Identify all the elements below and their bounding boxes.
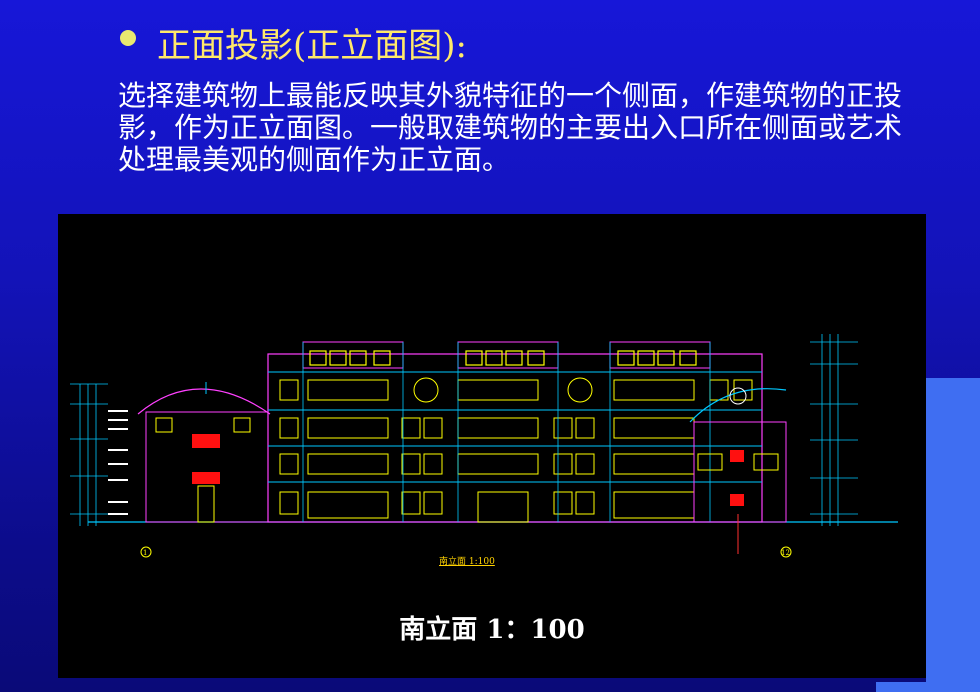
right-wing <box>689 387 787 554</box>
elevation-drawing: 1 12 南立面 1:100 南立面 1：100 <box>58 214 926 678</box>
slide-title: 正面投影(正立面图): <box>157 26 467 66</box>
bullet-icon <box>120 30 136 46</box>
main-building <box>267 341 763 523</box>
slide-body-text: 选择建筑物上最能反映其外貌特征的一个侧面，作建筑物的正投影，作为正立面图。一般取… <box>118 79 903 176</box>
axis-marker-left <box>140 546 152 558</box>
left-dimension-ladder <box>70 383 108 526</box>
left-wing <box>137 382 271 523</box>
drawing-caption: 南立面 1：100 <box>399 615 585 645</box>
axis-label-left: 1 <box>143 549 147 557</box>
axis-label-right: 12 <box>781 549 790 557</box>
drawing-sub-caption: 南立面 1:100 <box>439 557 495 567</box>
left-notes <box>108 410 128 515</box>
elevation-drawing-svg: 1 12 <box>70 334 898 558</box>
accent-bar-bottom <box>876 682 980 692</box>
axis-marker-right <box>780 546 792 558</box>
accent-bar-right <box>926 378 980 692</box>
right-dimension-ladder <box>810 334 858 526</box>
